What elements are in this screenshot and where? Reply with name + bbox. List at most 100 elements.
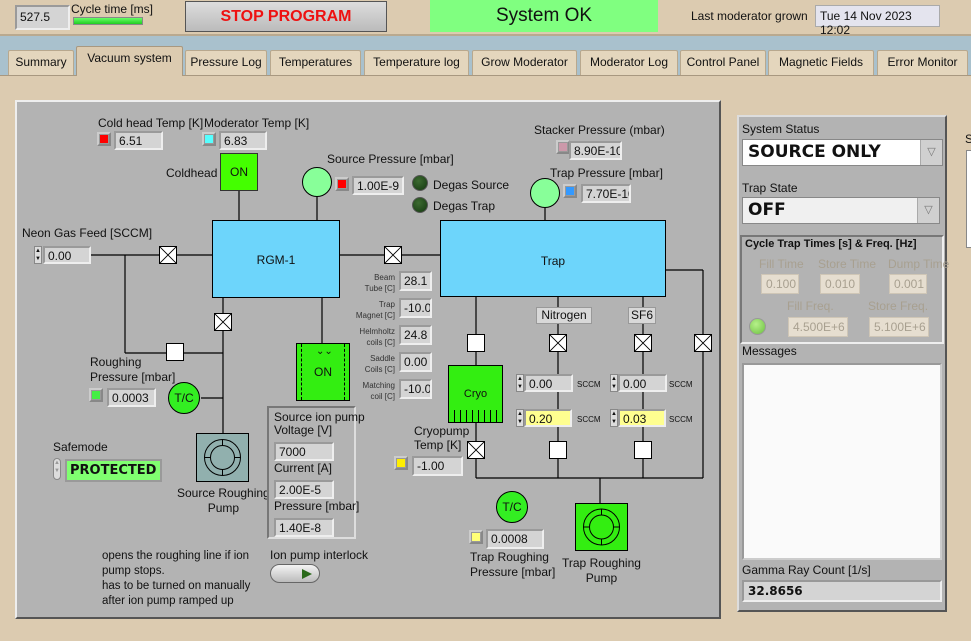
gamma-ray-count-value: 32.8656 <box>742 580 942 602</box>
stop-program-button[interactable]: STOP PROGRAM <box>185 1 387 32</box>
matching-coil-temp: -10.0 <box>399 379 432 399</box>
valve-open-icon[interactable] <box>166 343 184 361</box>
chevron-down-icon: ▽ <box>917 198 939 223</box>
fill-freq-label: Fill Freq. <box>787 299 834 313</box>
system-status-indicator: System OK <box>430 0 658 32</box>
safemode-stepper[interactable]: ▲▼ <box>53 458 61 480</box>
valve-open-icon[interactable] <box>549 441 567 459</box>
trap-roughing-pump-icon[interactable] <box>575 503 628 551</box>
dump-time-label: Dump Time <box>888 257 950 271</box>
gamma-ray-count-label: Gamma Ray Count [1/s] <box>742 563 871 577</box>
trap-pressure-gauge-icon <box>530 178 560 208</box>
trap-thermocouple-gauge-icon: T/C <box>496 491 528 523</box>
sf6-set-stepper[interactable]: ▲▼ <box>610 409 618 427</box>
cycle-time-value: 527.5 <box>15 5 70 30</box>
system-status-label: System Status <box>742 122 820 136</box>
degas-source-led[interactable] <box>412 175 428 191</box>
cold-head-temp-label: Cold head Temp [K] <box>98 116 204 130</box>
stacker-pressure-label: Stacker Pressure (mbar) <box>534 123 665 137</box>
valve-closed-icon[interactable] <box>467 441 485 459</box>
valve-closed-icon[interactable] <box>384 246 402 264</box>
fill-freq-input: 4.500E+6 <box>788 317 848 337</box>
valve-closed-icon[interactable] <box>634 334 652 352</box>
cryopump[interactable]: Cryo <box>448 365 503 423</box>
partial-offscreen-control <box>966 150 971 248</box>
saddle-coils-temp: 0.00 <box>399 352 432 372</box>
neon-gas-feed-input[interactable]: 0.00 <box>43 246 91 264</box>
ion-pump-pressure: 1.40E-8 <box>274 518 334 537</box>
fill-time-label: Fill Time <box>759 257 804 271</box>
nitrogen-flow-setpoint[interactable]: 0.20 <box>524 409 572 427</box>
sf6-read-stepper[interactable]: ▲▼ <box>610 374 618 392</box>
ion-pump-interlock-switch[interactable] <box>270 564 320 583</box>
valve-open-icon[interactable] <box>634 441 652 459</box>
fill-time-input: 0.100 <box>761 274 799 294</box>
cold-head-color-indicator <box>97 132 111 146</box>
tab-control-panel[interactable]: Control Panel <box>680 50 766 75</box>
nitrogen-set-stepper[interactable]: ▲▼ <box>516 409 524 427</box>
sf6-flow-setpoint[interactable]: 0.03 <box>618 409 666 427</box>
moderator-temp-value: 6.83 <box>219 131 267 150</box>
source-pressure-gauge-icon <box>302 167 332 197</box>
tab-temperature-log[interactable]: Temperature log <box>364 50 469 75</box>
valve-closed-icon[interactable] <box>159 246 177 264</box>
safemode-value[interactable]: PROTECTED <box>65 459 162 482</box>
dump-time-input: 0.001 <box>889 274 927 294</box>
system-status-dropdown[interactable]: SOURCE ONLY▽ <box>742 139 943 166</box>
moderator-temp-label: Moderator Temp [K] <box>204 116 310 130</box>
neon-stepper[interactable]: ▲▼ <box>34 246 42 264</box>
valve-closed-icon[interactable] <box>549 334 567 352</box>
valve-open-icon[interactable] <box>467 334 485 352</box>
sccm-unit: SCCM <box>669 415 693 424</box>
chevron-down-icon: ▽ <box>920 140 942 165</box>
stacker-pressure-value: 8.90E-10 <box>569 141 622 160</box>
rgm-chamber: RGM-1 <box>212 220 340 298</box>
tab-error-monitor[interactable]: Error Monitor <box>877 50 968 75</box>
source-roughing-pump-icon[interactable] <box>196 433 249 482</box>
tab-summary[interactable]: Summary <box>8 50 74 75</box>
cycle-led[interactable] <box>749 318 766 335</box>
valve-closed-icon[interactable] <box>694 334 712 352</box>
source-ion-pump[interactable]: ⌄⌄ ON <box>296 343 350 401</box>
cycle-trap-group <box>740 235 944 344</box>
trap-state-dropdown[interactable]: OFF▽ <box>742 197 940 224</box>
source-pressure-label: Source Pressure [mbar] <box>327 152 454 166</box>
coldhead-state-button[interactable]: ON <box>220 153 258 191</box>
cycle-time-label: Cycle time [ms] <box>71 2 154 16</box>
nitrogen-flow-readback: 0.00 <box>524 374 573 392</box>
ion-pump-state: ON <box>314 365 332 379</box>
tab-grow-moderator[interactable]: Grow Moderator <box>472 50 577 75</box>
safemode-label: Safemode <box>53 440 108 454</box>
messages-label: Messages <box>742 344 797 358</box>
cycle-time-bar <box>73 17 143 25</box>
beam-tube-temp: 28.1 <box>399 271 432 291</box>
source-pressure-color-indicator <box>335 177 349 191</box>
tab-moderator-log[interactable]: Moderator Log <box>580 50 678 75</box>
degas-trap-led[interactable] <box>412 197 428 213</box>
valve-closed-icon[interactable] <box>214 313 232 331</box>
tab-temperatures[interactable]: Temperatures <box>270 50 361 75</box>
store-time-label: Store Time <box>818 257 877 271</box>
coldhead-label: Coldhead <box>166 166 218 180</box>
cycle-trap-title: Cycle Trap Times [s] & Freq. [Hz] <box>745 238 917 250</box>
tab-vacuum-system[interactable]: Vacuum system <box>76 46 183 76</box>
messages-box[interactable] <box>742 363 942 560</box>
nitrogen-read-stepper[interactable]: ▲▼ <box>516 374 524 392</box>
store-time-input: 0.010 <box>820 274 860 294</box>
sf6-flow-readback: 0.00 <box>618 374 667 392</box>
partial-label: S <box>965 132 971 146</box>
tab-pressure-log[interactable]: Pressure Log <box>185 50 267 75</box>
roughing-pressure-value: 0.0003 <box>107 388 156 407</box>
tab-magnetic-fields[interactable]: Magnetic Fields <box>768 50 874 75</box>
ion-pump-interlock-label: Ion pump interlock <box>270 548 369 562</box>
